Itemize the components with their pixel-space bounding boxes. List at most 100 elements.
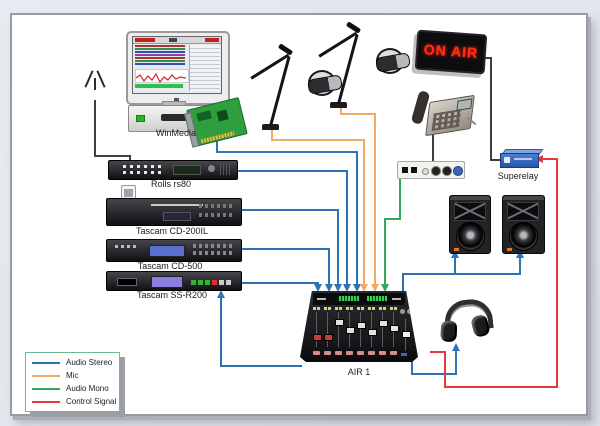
legend-swatch-control-signal: [32, 401, 60, 403]
arrowhead: [334, 284, 342, 292]
legend-label: Audio Mono: [66, 384, 109, 393]
wire-antenna: [129, 155, 131, 163]
wire-mic2-mixer: [374, 113, 376, 284]
wire-mixer-headphones: [455, 351, 457, 375]
wire-antenna: [94, 100, 96, 157]
tascam-cd500-label: Tascam CD-500: [137, 261, 203, 271]
antenna-icon: [94, 78, 96, 90]
playlist-panel: [189, 45, 220, 91]
wire-mixer-superelay: [430, 351, 446, 353]
rolls-rs80-device: [108, 160, 238, 180]
meter-bridge: [313, 293, 405, 305]
legend-swatch-audio-stereo: [32, 362, 60, 364]
telephone-hybrid: [397, 161, 465, 179]
wire-onair-superelay: [490, 57, 492, 161]
telephone: [410, 90, 477, 137]
wire-mic1-mixer: [271, 128, 273, 141]
wire-mic2-mixer: [340, 113, 376, 115]
speaker-logo: [507, 248, 512, 251]
wire-cd500-mixer: [328, 248, 330, 284]
channel-strips: [313, 307, 399, 357]
monitor-power-led: [174, 98, 179, 101]
wire-cd200-mixer: [240, 209, 339, 211]
wire-mixer-superelay: [444, 386, 558, 388]
air1-label: AIR 1: [347, 367, 371, 377]
legend-swatch-audio-mono: [32, 388, 60, 390]
arrowhead: [353, 284, 361, 292]
wire-mixer-speakers: [402, 274, 404, 294]
wire-cd500-mixer: [240, 248, 330, 250]
wire-mic1-mixer: [363, 139, 365, 284]
arrowhead: [314, 284, 322, 292]
on-air-sign: ON AIR: [414, 29, 488, 75]
wire-winmedia-mixer: [216, 151, 358, 153]
waveform-display: [135, 69, 189, 84]
superelay-label: Superelay: [497, 171, 539, 181]
chip: [216, 109, 229, 122]
wire-onair-superelay: [490, 159, 502, 161]
automation-software-screen: [132, 36, 222, 94]
legend: Audio Stereo Mic Audio Mono Control Sign…: [25, 352, 120, 412]
microphone-1: [250, 28, 344, 140]
wire-mic1-mixer: [271, 139, 365, 141]
air1-mixing-console: [300, 291, 418, 362]
studio-monitor-right: [502, 195, 545, 254]
progress-bar: [135, 84, 183, 88]
ear-cup: [440, 320, 458, 343]
tweeter: [454, 202, 486, 221]
wire-winmedia-mixer: [356, 151, 358, 284]
wire-mixer-superelay: [541, 158, 558, 160]
tascam-ssr200-label: Tascam SS-R200: [136, 290, 208, 300]
wire-rs80-mixer: [236, 170, 348, 172]
phone-display: [456, 98, 473, 111]
arrowhead: [535, 155, 543, 163]
legend-swatch-mic: [32, 375, 60, 377]
tascam-cd500-device: [106, 239, 242, 262]
microphone-2: [318, 6, 412, 118]
wire-mixer-ssr200-record: [220, 298, 222, 367]
wire-hybrid-mixer: [384, 218, 401, 220]
wire-mic2-mixer: [340, 106, 342, 115]
arrowhead: [217, 290, 225, 298]
tascam-ssr200-device: [106, 271, 242, 291]
winmedia-label: WinMedia: [155, 128, 196, 138]
winmedia-monitor: [126, 31, 230, 105]
arrowhead: [371, 284, 379, 292]
wire-mixer-ssr200-record: [220, 365, 302, 367]
wire-hybrid-mixer: [399, 176, 401, 220]
vu-meter: [367, 296, 387, 301]
superelay-faceplate-text: [514, 158, 532, 160]
wire-ssr200-mixer: [240, 282, 319, 284]
drive-bay: [161, 114, 191, 121]
wire-cd200-mixer: [337, 209, 339, 284]
screen-titlebar: [133, 37, 221, 44]
arrowhead: [451, 250, 459, 258]
chip: [196, 110, 212, 122]
legend-label: Audio Stereo: [66, 358, 113, 367]
rolls-rs80-label: Rolls rs80: [150, 179, 191, 189]
wire-mixer-headphones: [411, 373, 457, 375]
monitor-section: [399, 307, 413, 357]
on-air-text: ON AIR: [423, 41, 479, 61]
wire-mixer-speakers: [519, 258, 521, 275]
phone-keypad: [431, 109, 462, 132]
tascam-cd200il-device: [106, 198, 242, 226]
wire-phone-hybrid: [432, 124, 434, 162]
headphones: [435, 294, 496, 350]
arrowhead: [360, 284, 368, 292]
wire-mixer-speakers: [402, 273, 521, 275]
arrowhead: [343, 284, 351, 292]
arrowhead: [381, 284, 389, 292]
studio-monitor-left: [449, 195, 491, 254]
wire-antenna: [94, 155, 131, 157]
woofer: [456, 222, 485, 251]
speaker-logo: [454, 248, 459, 251]
wire-mixer-superelay: [444, 351, 446, 388]
wire-rs80-mixer: [346, 170, 348, 284]
woofer: [509, 222, 538, 251]
tweeter: [507, 202, 539, 221]
tascam-cd200il-label: Tascam CD-200IL: [135, 226, 209, 236]
legend-label: Control Signal: [66, 397, 117, 406]
arrowhead: [452, 343, 460, 351]
